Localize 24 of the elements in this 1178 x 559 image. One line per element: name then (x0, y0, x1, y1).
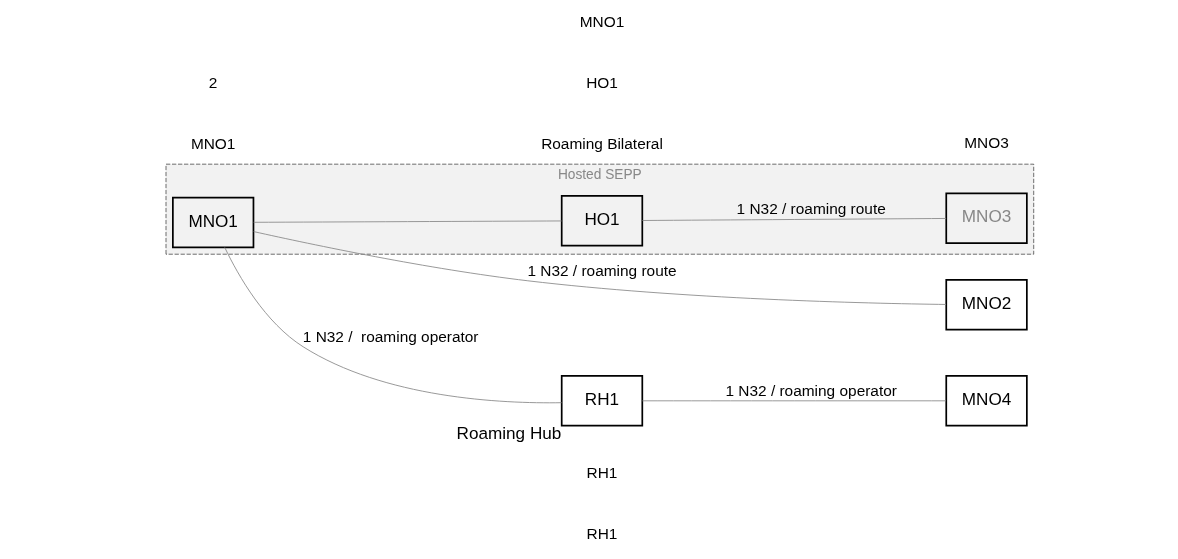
label: MNO1 (190, 135, 236, 153)
label: HO1 (586, 74, 618, 92)
edge-label: 1 N32 / roaming operator (725, 382, 897, 400)
node-box: RH1 (560, 375, 644, 427)
label: RH1 (586, 525, 618, 543)
edge-label: 1 N32 / roaming operator (302, 328, 479, 346)
node-box: MNO2 (945, 279, 1028, 331)
edge-label: 1 N32 / roaming route (736, 200, 886, 218)
label: MNO3 (964, 134, 1009, 152)
label: MNO1 (579, 13, 625, 31)
connector (641, 218, 947, 221)
label: 2 (208, 74, 218, 92)
node-box: MNO3 (945, 192, 1028, 244)
connector (253, 231, 947, 305)
node-box: MNO4 (945, 375, 1028, 427)
connector (253, 220, 562, 223)
connector (641, 400, 947, 402)
node-label: Roaming Hub (456, 423, 562, 444)
label: Roaming Bilateral (541, 135, 663, 153)
connector (224, 247, 563, 404)
node-box: MNO1 (172, 196, 255, 249)
edge-label: 1 N32 / roaming route (527, 261, 677, 279)
node-box: HO1 (560, 195, 644, 247)
label: RH1 (586, 464, 618, 482)
